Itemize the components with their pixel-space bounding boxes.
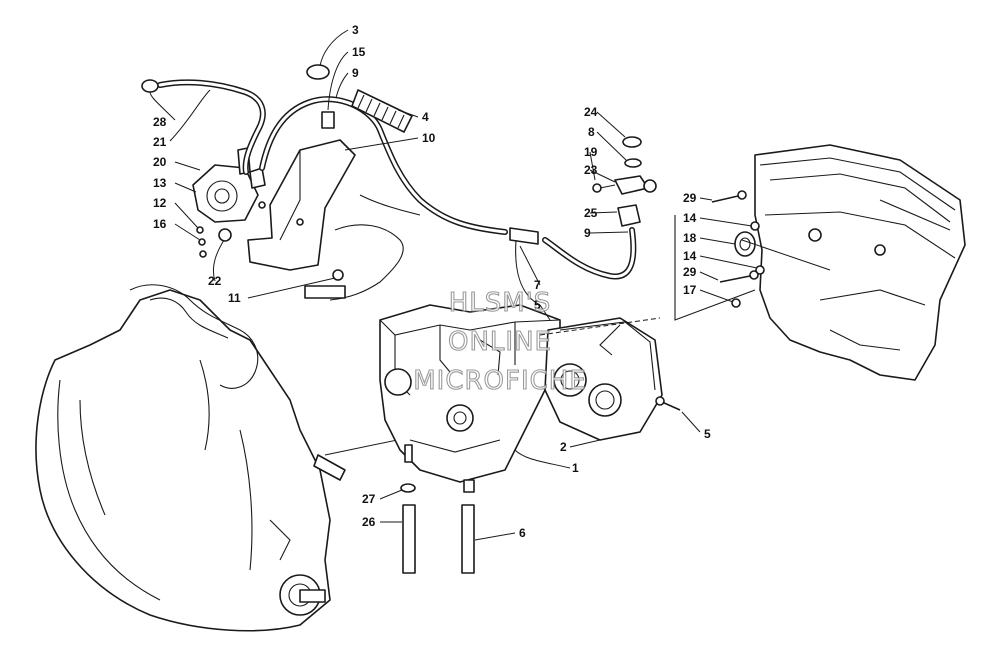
screw-29-top [711,190,747,203]
fitting-15 [321,111,335,129]
tee-fitting-23 [614,175,657,195]
callout-2: 2 [560,440,567,454]
callout-13: 13 [153,176,167,190]
mounting-bracket-10 [247,139,356,271]
air-box [754,144,966,381]
bracket-11 [304,285,346,299]
air-silencer [544,317,663,441]
callout-1: 1 [572,461,579,475]
callout-6: 6 [519,526,526,540]
nut-11 [332,269,344,281]
grommet-18 [734,231,756,257]
cap-24 [622,136,642,148]
callout-10: 10 [422,131,436,145]
washer-14-bottom [755,265,765,275]
callout-5-top: 5 [534,298,541,312]
spring-sleeve-4 [351,89,413,133]
hose-7 [515,239,541,306]
callout-22: 22 [208,274,222,288]
watermark-line-3: MICROFICHE [413,366,587,396]
callout-3: 3 [352,23,359,37]
callout-18: 18 [683,231,697,245]
watermark-line-2: ONLINE [448,327,552,357]
callout-17: 17 [683,283,697,297]
callout-19: 19 [584,145,598,159]
callout-25: 25 [584,206,598,220]
watermark-line-1: HLSM'S [449,288,552,318]
callout-16: 16 [153,217,167,231]
callout-5-right: 5 [704,427,711,441]
grommet-22 [218,228,232,242]
leader-lines [149,29,758,541]
frame-outline [329,224,404,301]
callout-12: 12 [153,196,167,210]
screw-5-right [655,396,681,411]
callout-labels: 3 15 9 4 10 28 21 20 13 12 16 22 11 24 8… [153,23,711,540]
clamp-3 [306,64,330,80]
callout-21: 21 [153,135,167,149]
callout-24: 24 [584,105,598,119]
washer-12 [198,238,206,246]
callout-14-bottom: 14 [683,249,697,263]
callout-8: 8 [588,125,595,139]
clamp-28 [141,79,159,93]
callout-7: 7 [534,278,541,292]
clamp-27 [400,483,416,493]
valve-25 [617,204,641,227]
nut-13 [199,250,207,258]
nut-17 [731,298,741,308]
screw-29-bottom [719,270,759,283]
washer-8 [624,158,642,168]
callout-9-mid: 9 [584,226,591,240]
airbox-guide-line [539,317,661,336]
frame-edge [359,194,421,216]
callout-20: 20 [153,155,167,169]
fuel-pump-20 [192,147,266,223]
grommet-guide-line [741,239,831,271]
callout-26: 26 [362,515,376,529]
callout-23: 23 [584,163,598,177]
washer-14-top [750,221,760,231]
hose-fitting [509,227,539,245]
callout-4: 4 [422,110,429,124]
screw-16 [196,226,204,234]
callout-27: 27 [362,492,376,506]
callout-29-bottom: 29 [683,265,697,279]
screw-19 [592,183,602,193]
callout-11: 11 [228,291,241,305]
carburetor-assembly [379,304,561,493]
callout-14-top: 14 [683,211,697,225]
callout-28: 28 [153,115,167,129]
drain-tube-26 [402,504,416,574]
screw-19-line [599,184,616,189]
callout-15: 15 [352,45,366,59]
engine-assembly [35,284,346,632]
watermark: HLSM'S ONLINE MICROFICHE [413,287,587,396]
callout-29-top: 29 [683,191,697,205]
drain-tube-6 [461,504,475,574]
callout-9-top: 9 [352,66,359,80]
